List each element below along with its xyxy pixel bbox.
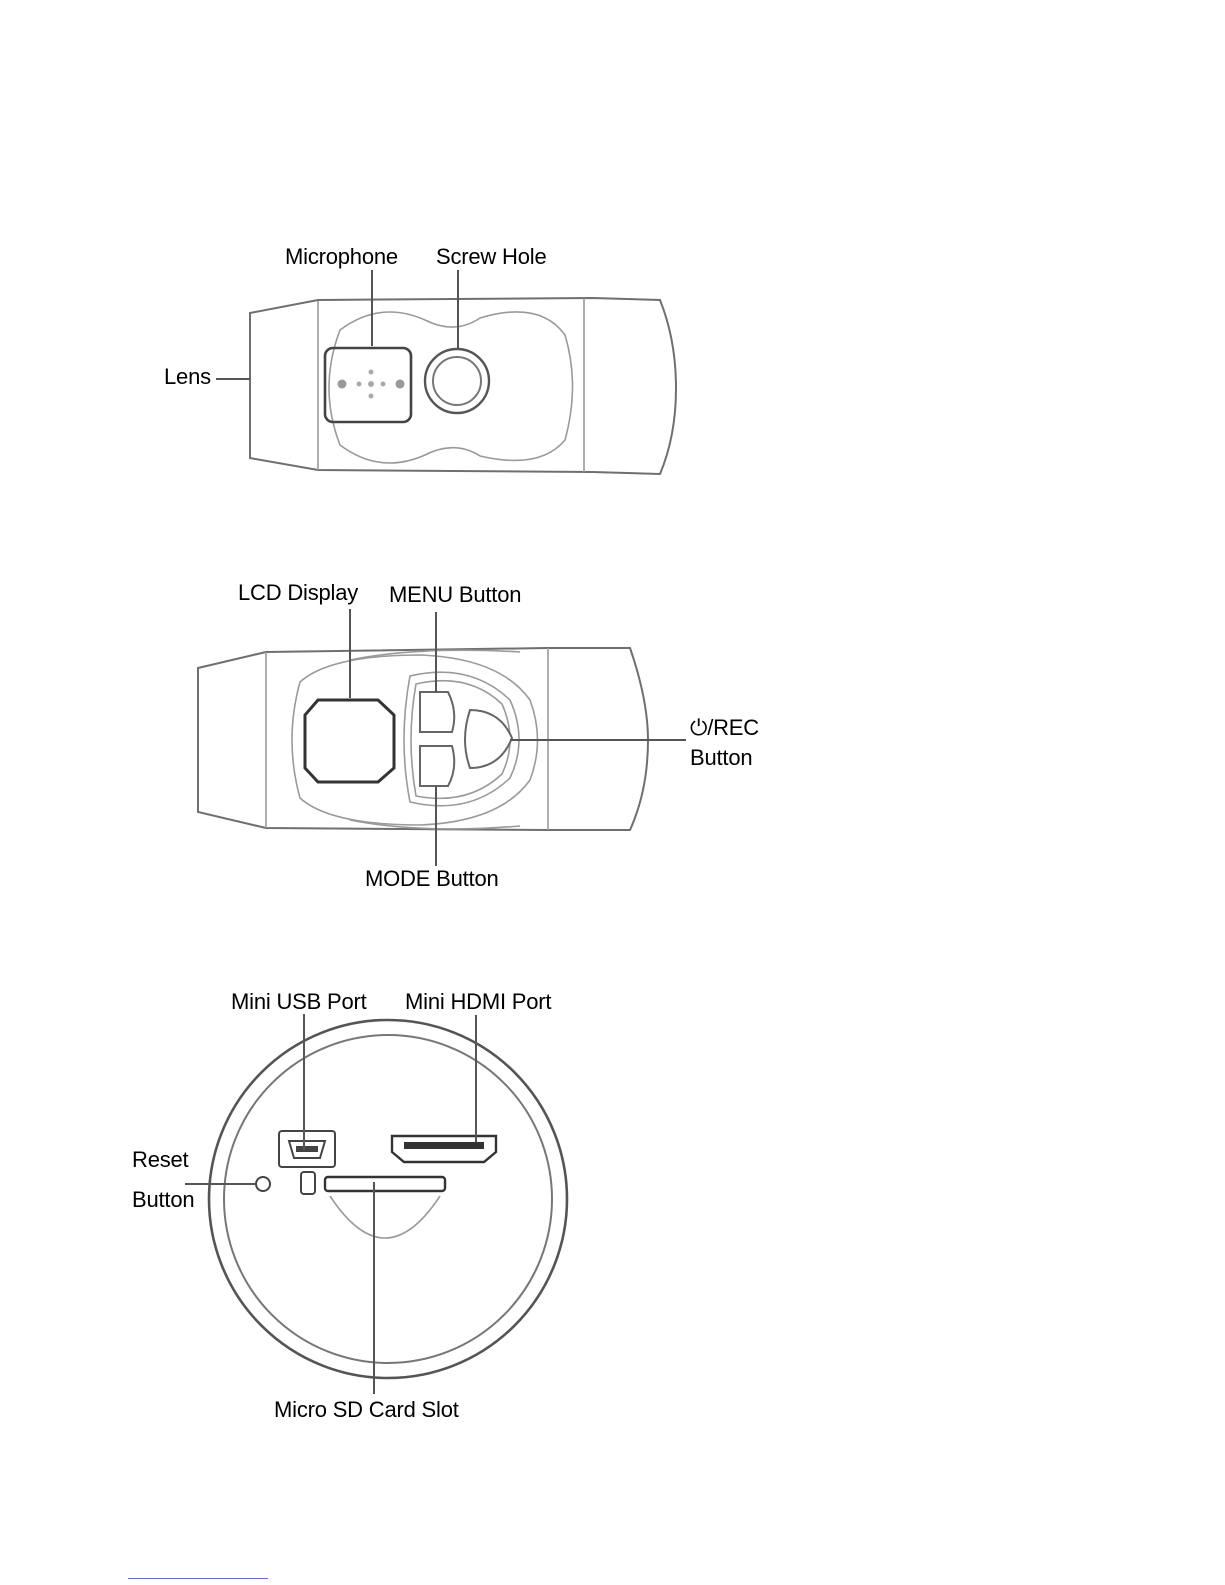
label-micro-sd-card-slot: Micro SD Card Slot bbox=[274, 1395, 459, 1425]
label-lens: Lens bbox=[164, 362, 211, 392]
label-power-rec: ⏻/REC bbox=[690, 713, 759, 743]
label-microphone: Microphone bbox=[285, 242, 398, 272]
screw-hole bbox=[425, 349, 489, 413]
label-mode-button: MODE Button bbox=[365, 864, 499, 894]
label-power-rec-button: Button bbox=[690, 743, 752, 773]
footnote-separator bbox=[128, 1578, 268, 1579]
lcd-screen bbox=[305, 700, 394, 782]
reset-pinhole bbox=[256, 1177, 270, 1191]
label-menu-button: MENU Button bbox=[389, 580, 521, 610]
micro-sd-slot bbox=[325, 1177, 445, 1191]
menu-button bbox=[420, 692, 454, 732]
label-reset-button: Button bbox=[132, 1185, 194, 1215]
mode-button bbox=[420, 746, 454, 786]
label-reset: Reset bbox=[132, 1145, 188, 1175]
label-mini-hdmi-port: Mini HDMI Port bbox=[405, 987, 551, 1017]
small-switch bbox=[301, 1172, 315, 1194]
label-mini-usb-port: Mini USB Port bbox=[231, 987, 367, 1017]
label-lcd-display: LCD Display bbox=[238, 578, 358, 608]
rear-outer-ring bbox=[209, 1020, 567, 1378]
label-screw-hole: Screw Hole bbox=[436, 242, 546, 272]
